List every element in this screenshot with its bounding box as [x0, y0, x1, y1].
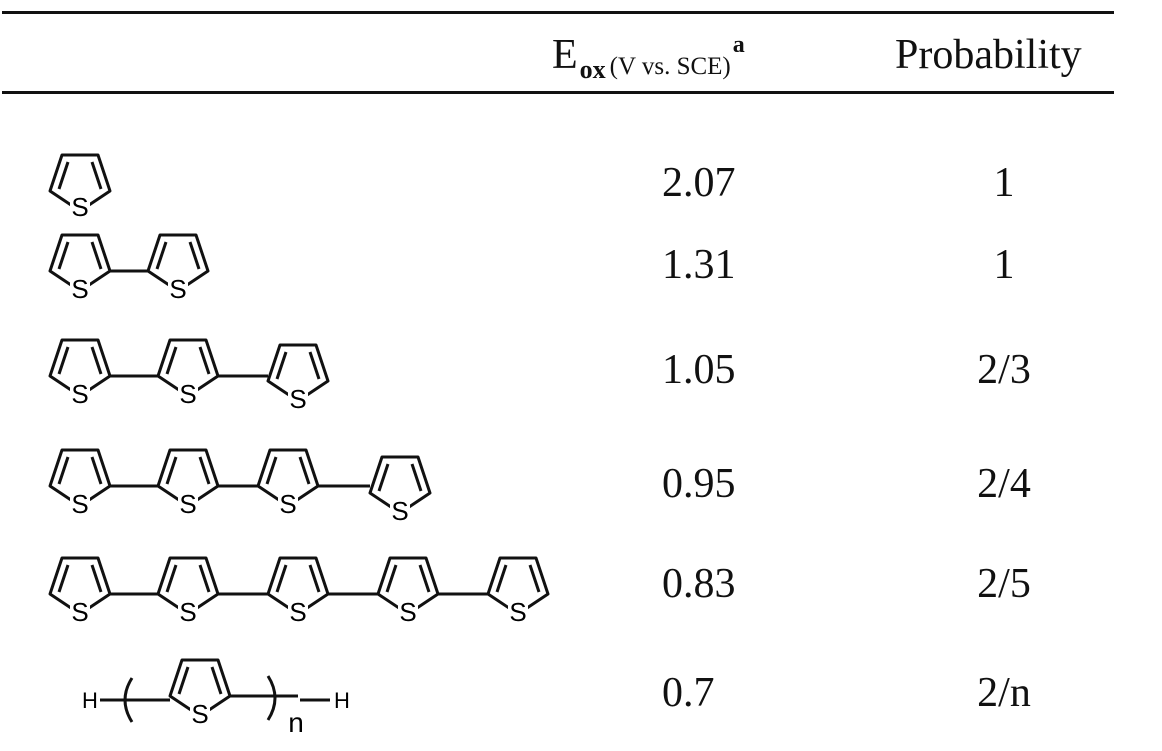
table-row: S S 1.31 1	[0, 230, 1162, 320]
header-eox-footnote: a	[732, 32, 745, 58]
sulfur-label: S	[179, 489, 196, 519]
table-header-rule	[2, 91, 1114, 94]
table-row: S S S 1.05 2/3	[0, 335, 1162, 425]
eox-value: 2.07	[662, 160, 736, 206]
sulfur-label: S	[71, 597, 88, 627]
thiophene-1-structure: S	[48, 153, 112, 222]
table-row: S S S S S 0.83 2/5	[0, 553, 1162, 643]
probability-value: 2/n	[977, 670, 1031, 716]
probability-value: 2/3	[977, 347, 1031, 393]
eox-value: 1.05	[662, 347, 736, 393]
end-group-label: H	[334, 688, 350, 713]
repeat-index-label: n	[288, 707, 304, 738]
end-group-label: H	[82, 688, 98, 713]
thiophene-2-structure: S S	[48, 233, 210, 304]
thiophene-3-structure: S S S	[48, 338, 330, 414]
thiophene-4-structure: S S S S	[48, 448, 432, 526]
sulfur-label: S	[391, 496, 408, 526]
sulfur-label: S	[71, 379, 88, 409]
header-eox-symbol: E	[552, 32, 578, 78]
table-top-rule	[2, 11, 1114, 14]
probability-value: 1	[993, 160, 1015, 206]
probability-value: 2/5	[977, 561, 1031, 607]
header-probability: Probability	[895, 32, 1082, 78]
sulfur-label: S	[289, 384, 306, 414]
sulfur-label: S	[179, 379, 196, 409]
table-row: S 2.07 1	[0, 135, 1162, 225]
sulfur-label: S	[71, 489, 88, 519]
sulfur-label: S	[179, 597, 196, 627]
header-eox-subscript: ox	[579, 55, 606, 84]
sulfur-label: S	[399, 597, 416, 627]
eox-value: 0.83	[662, 561, 736, 607]
sulfur-label: S	[289, 597, 306, 627]
probability-value: 1	[993, 242, 1015, 288]
sulfur-label: S	[71, 192, 88, 222]
sulfur-label: S	[279, 489, 296, 519]
eox-value: 0.95	[662, 461, 736, 507]
thiophene-5-structure: S S S S S	[48, 556, 550, 627]
header-eox: Eox(V vs. SCE)a	[552, 32, 745, 83]
polythiophene-structure: H S n H	[82, 658, 350, 738]
table-row: H S n H 0.7 2/n	[0, 650, 1162, 740]
sulfur-label: S	[509, 597, 526, 627]
sulfur-label: S	[169, 274, 186, 304]
table-row: S S S S 0.95 2/4	[0, 445, 1162, 535]
header-eox-unit: (V vs. SCE)	[609, 53, 731, 80]
sulfur-label: S	[191, 699, 208, 729]
probability-value: 2/4	[977, 461, 1031, 507]
sulfur-label: S	[71, 274, 88, 304]
eox-value: 1.31	[662, 242, 736, 288]
eox-value: 0.7	[662, 670, 715, 716]
